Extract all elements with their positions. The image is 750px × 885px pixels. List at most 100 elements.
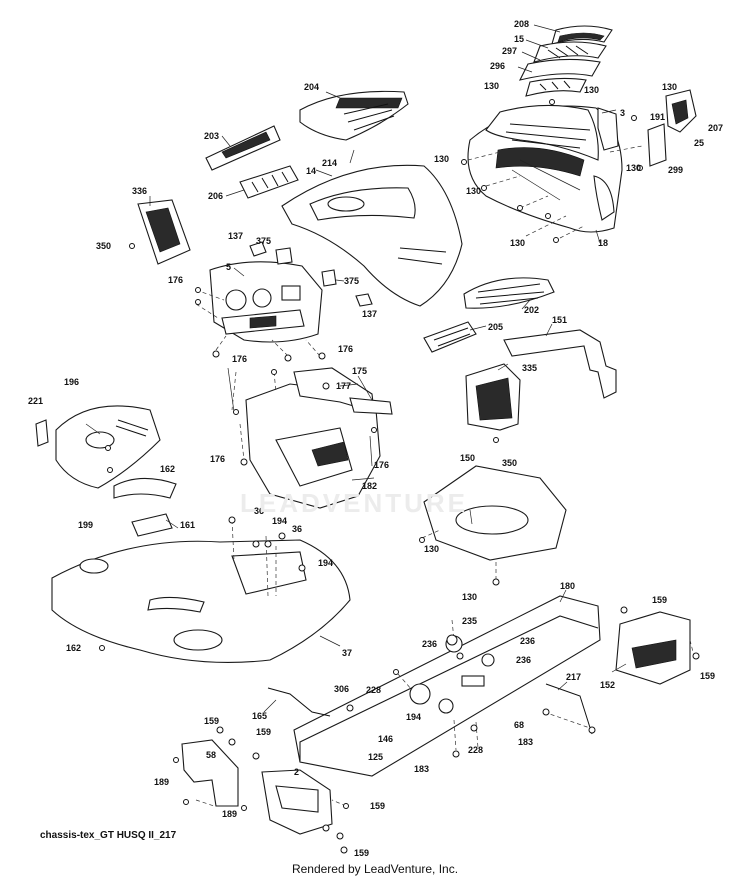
callout-204: 204 [304, 82, 319, 92]
rod-217-drawing [545, 683, 593, 735]
callout-176: 176 [210, 454, 225, 464]
callout-176: 176 [232, 354, 247, 364]
callout-159: 159 [370, 801, 385, 811]
callout-130: 130 [510, 238, 525, 248]
callout-236: 236 [516, 655, 531, 665]
front-grille-202-drawing [463, 277, 555, 309]
callout-137: 137 [228, 231, 243, 241]
callout-208: 208 [514, 19, 529, 29]
fender-panel-196-drawing [35, 405, 161, 489]
side-cover-335-drawing [465, 363, 521, 431]
callout-236: 236 [520, 636, 535, 646]
callout-350: 350 [96, 241, 111, 251]
callout-180: 180 [560, 581, 575, 591]
dash-support-drawing [245, 367, 393, 509]
bracket-151-drawing [503, 329, 617, 399]
diagram-reference-id: chassis-tex_GT HUSQ II_217 [40, 830, 177, 841]
callout-375: 375 [256, 236, 271, 246]
callout-137: 137 [362, 309, 377, 319]
front-grill-stack-drawing [518, 25, 613, 97]
bracket-2-drawing [261, 769, 333, 835]
callout-18: 18 [598, 238, 608, 248]
callout-221: 221 [28, 396, 43, 406]
callout-130: 130 [466, 186, 481, 196]
side-panel-336-drawing [137, 199, 191, 265]
fasteners [99, 99, 700, 854]
callout-194: 194 [406, 712, 421, 722]
callout-2: 2 [294, 767, 299, 777]
callout-176: 176 [168, 275, 183, 285]
pedal-bracket-152-drawing [615, 611, 691, 685]
callout-183: 183 [518, 737, 533, 747]
hood-top-drawing [299, 90, 409, 141]
footrest-deck-drawing [51, 539, 351, 663]
callout-206: 206 [208, 191, 223, 201]
callout-176: 176 [374, 460, 389, 470]
bracket-58-drawing [181, 739, 239, 807]
callout-306: 306 [334, 684, 349, 694]
callout-130: 130 [484, 81, 499, 91]
callout-182: 182 [362, 481, 377, 491]
assembly-dashed-lines [195, 145, 695, 807]
callout-15: 15 [514, 34, 524, 44]
callout-labels: 208 15 297 296 130 130 3 130 191 207 25 … [28, 19, 723, 858]
callout-150: 150 [460, 453, 475, 463]
callout-214: 214 [322, 158, 337, 168]
callout-228: 228 [468, 745, 483, 755]
callout-130: 130 [626, 163, 641, 173]
callout-130: 130 [424, 544, 439, 554]
dash-console-drawing [209, 261, 323, 343]
callout-194: 194 [272, 516, 287, 526]
callout-165: 165 [252, 711, 267, 721]
bottom-plate-150-drawing [423, 465, 567, 561]
callout-161: 161 [180, 520, 195, 530]
callout-159: 159 [354, 848, 369, 858]
callout-228: 228 [366, 685, 381, 695]
callout-207: 207 [708, 123, 723, 133]
callout-130: 130 [662, 82, 677, 92]
callout-217: 217 [566, 672, 581, 682]
callout-146: 146 [378, 734, 393, 744]
bracket-3-drawing [597, 107, 619, 151]
callout-375: 375 [344, 276, 359, 286]
clip-375-upper-drawing [275, 247, 293, 265]
clip-137-lower-drawing [355, 293, 373, 307]
callout-151: 151 [552, 315, 567, 325]
callout-296: 296 [490, 61, 505, 71]
clip-137-upper-drawing [249, 241, 267, 257]
callout-130: 130 [462, 592, 477, 602]
callout-236: 236 [422, 639, 437, 649]
callout-194: 194 [318, 558, 333, 568]
callout-299: 299 [668, 165, 683, 175]
callout-205: 205 [488, 322, 503, 332]
callout-130: 130 [434, 154, 449, 164]
callout-162: 162 [66, 643, 81, 653]
watermark-text: LEADVENTURE [240, 488, 469, 518]
callout-25: 25 [694, 138, 704, 148]
callout-58: 58 [206, 750, 216, 760]
headlight-bracket-drawing [647, 89, 697, 167]
callout-175: 175 [352, 366, 367, 376]
callout-350: 350 [502, 458, 517, 468]
callout-36: 36 [254, 506, 264, 516]
callout-3: 3 [620, 108, 625, 118]
callout-189: 189 [222, 809, 237, 819]
callout-5: 5 [226, 262, 231, 272]
callout-159: 159 [256, 727, 271, 737]
callout-68: 68 [514, 720, 524, 730]
callout-159: 159 [652, 595, 667, 605]
callout-183: 183 [414, 764, 429, 774]
callout-159: 159 [204, 716, 219, 726]
callout-176: 176 [338, 344, 353, 354]
side-vent-203-drawing [205, 125, 281, 171]
hood-body-drawing [281, 164, 463, 307]
vent-206-drawing [239, 165, 299, 199]
callout-189: 189 [154, 777, 169, 787]
callout-177: 177 [336, 381, 351, 391]
callout-125: 125 [368, 752, 383, 762]
callout-202: 202 [524, 305, 539, 315]
callout-203: 203 [204, 131, 219, 141]
callout-162: 162 [160, 464, 175, 474]
front-nose-housing-drawing [467, 104, 623, 233]
